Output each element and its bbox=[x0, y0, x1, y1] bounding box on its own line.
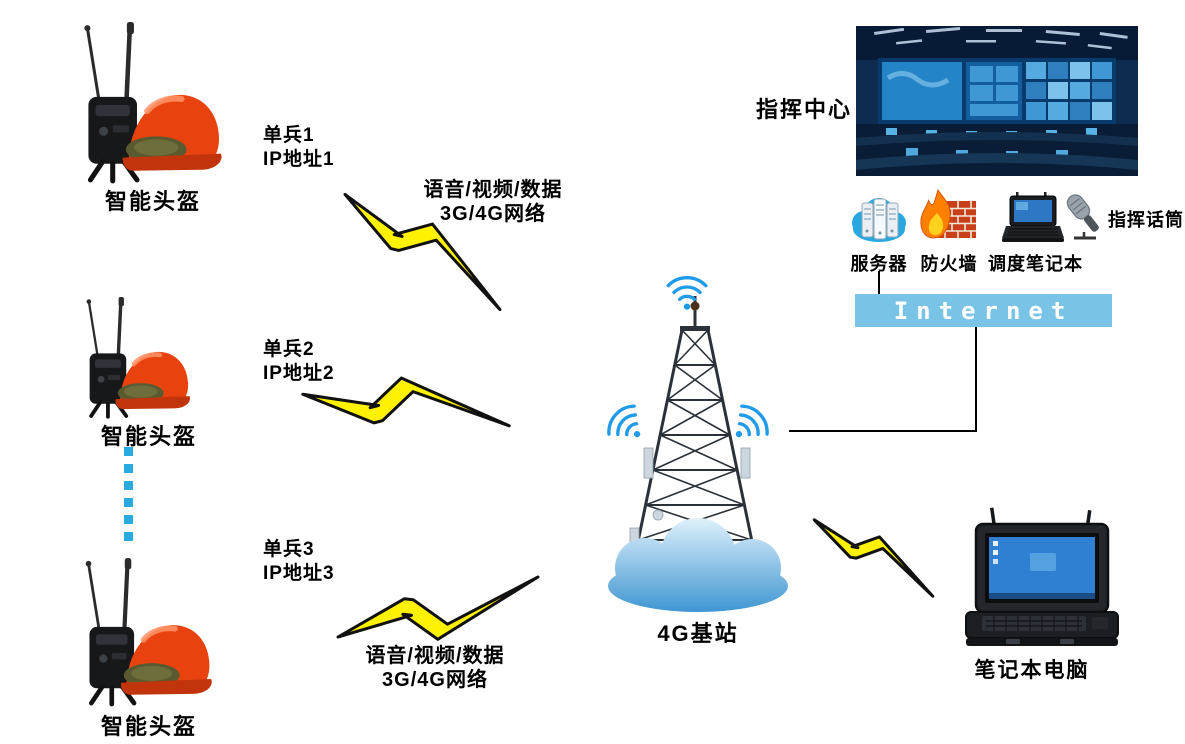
smart-helmet-icon bbox=[52, 22, 224, 184]
microphone-icon bbox=[1066, 194, 1099, 240]
cloud-icon bbox=[608, 518, 788, 612]
smart-helmet-icon bbox=[62, 297, 192, 419]
soldier-1-name: 单兵1 bbox=[263, 125, 315, 146]
link-annotation-bottom: 语音/视频/数据 3G/4G网络 bbox=[350, 644, 520, 692]
soldier-2-label-group: 单兵2 IP地址2 bbox=[263, 338, 335, 386]
command-mic-label: 指挥话筒 bbox=[1108, 210, 1184, 230]
soldier-3-ip: IP地址3 bbox=[263, 563, 335, 584]
internet-bar: Internet bbox=[855, 294, 1112, 327]
smart-helmet-icon bbox=[86, 558, 212, 704]
smart-helmet-icon bbox=[87, 297, 190, 417]
internet-label: Internet bbox=[893, 296, 1074, 325]
helmet-1-label: 智能头盔 bbox=[104, 189, 201, 214]
field-laptop-label: 笔记本电脑 bbox=[974, 659, 1090, 682]
internet-tower-connector-vertical bbox=[975, 327, 977, 432]
base-station-label: 4G基站 bbox=[657, 621, 739, 646]
command-center-label: 指挥中心 bbox=[756, 97, 853, 122]
internet-tower-connector-horizontal bbox=[789, 430, 977, 432]
helmet-2-label: 智能头盔 bbox=[100, 424, 197, 449]
cell-tower-icon bbox=[608, 296, 788, 612]
control-room-photo bbox=[856, 26, 1138, 176]
lightning-bolt-icon bbox=[801, 517, 946, 598]
link-bottom-line2: 3G/4G网络 bbox=[382, 669, 488, 691]
soldier-2-ip: IP地址2 bbox=[263, 363, 335, 384]
smart-helmet-icon bbox=[56, 558, 214, 707]
server-label: 服务器 bbox=[850, 254, 908, 274]
dispatch-laptop-label: 调度笔记本 bbox=[988, 254, 1083, 274]
firewall-brick-flame-icon bbox=[920, 188, 976, 239]
soldier-1-label-group: 单兵1 IP地址1 bbox=[263, 124, 335, 172]
wifi-signal-icon bbox=[666, 276, 708, 312]
lightning-bolt-icon bbox=[336, 575, 540, 641]
firewall-label: 防火墙 bbox=[920, 254, 978, 274]
soldier-2-name: 单兵2 bbox=[263, 339, 315, 360]
link-top-line1: 语音/视频/数据 bbox=[423, 179, 563, 201]
link-top-line2: 3G/4G网络 bbox=[440, 203, 546, 225]
soldier-3-label-group: 单兵3 IP地址3 bbox=[263, 538, 335, 586]
laptop-icon bbox=[1002, 192, 1064, 242]
rugged-laptop-icon bbox=[965, 507, 1119, 646]
link-bottom-line1: 语音/视频/数据 bbox=[365, 645, 505, 667]
soldier-3-name: 单兵3 bbox=[263, 539, 315, 560]
link-annotation-top: 语音/视频/数据 3G/4G网络 bbox=[408, 178, 578, 226]
soldier-1-ip: IP地址1 bbox=[263, 149, 335, 170]
smart-helmet-icon bbox=[84, 22, 221, 181]
server-cloud-icon bbox=[852, 198, 906, 242]
dashed-ellipsis-line bbox=[124, 447, 133, 548]
helmet-3-label: 智能头盔 bbox=[100, 714, 197, 739]
server-internet-connector bbox=[878, 271, 880, 294]
